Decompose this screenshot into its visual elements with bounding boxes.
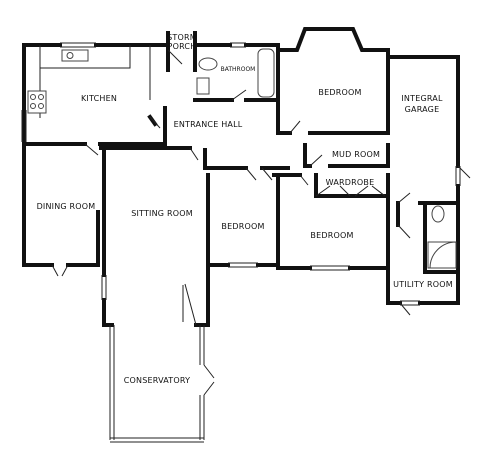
- door-swings: [51, 49, 471, 326]
- label-mud-room: MUD ROOM: [332, 150, 380, 159]
- label-bedroom-3: BEDROOM: [310, 231, 353, 240]
- walls: [22, 27, 460, 327]
- label-bedroom-2: BEDROOM: [221, 222, 264, 231]
- label-bathroom: BATHROOM: [221, 66, 256, 73]
- label-kitchen: KITCHEN: [81, 94, 117, 103]
- toilet-icon: [198, 57, 218, 71]
- bathtub-icon: [257, 48, 275, 98]
- label-dining-room: DINING ROOM: [37, 202, 96, 211]
- conservatory-glazing: [109, 325, 215, 443]
- fixtures: [27, 45, 457, 322]
- basin-icon: [196, 77, 210, 95]
- label-wardrobe: WARDROBE: [326, 178, 375, 187]
- label-conservatory: CONSERVATORY: [124, 376, 190, 385]
- label-utility-room: UTILITY ROOM: [393, 280, 453, 289]
- label-entrance-hall: ENTRANCE HALL: [174, 120, 243, 129]
- label-bedroom-1: BEDROOM: [318, 88, 361, 97]
- ensuite-toilet-icon: [431, 205, 445, 223]
- hob-icon: [27, 90, 47, 114]
- kitchen-worktop: [39, 45, 151, 118]
- shower-icon: [427, 241, 457, 269]
- windows: [21, 42, 461, 306]
- label-sitting-room: SITTING ROOM: [131, 209, 193, 218]
- kitchen-sink-icon: [61, 49, 89, 62]
